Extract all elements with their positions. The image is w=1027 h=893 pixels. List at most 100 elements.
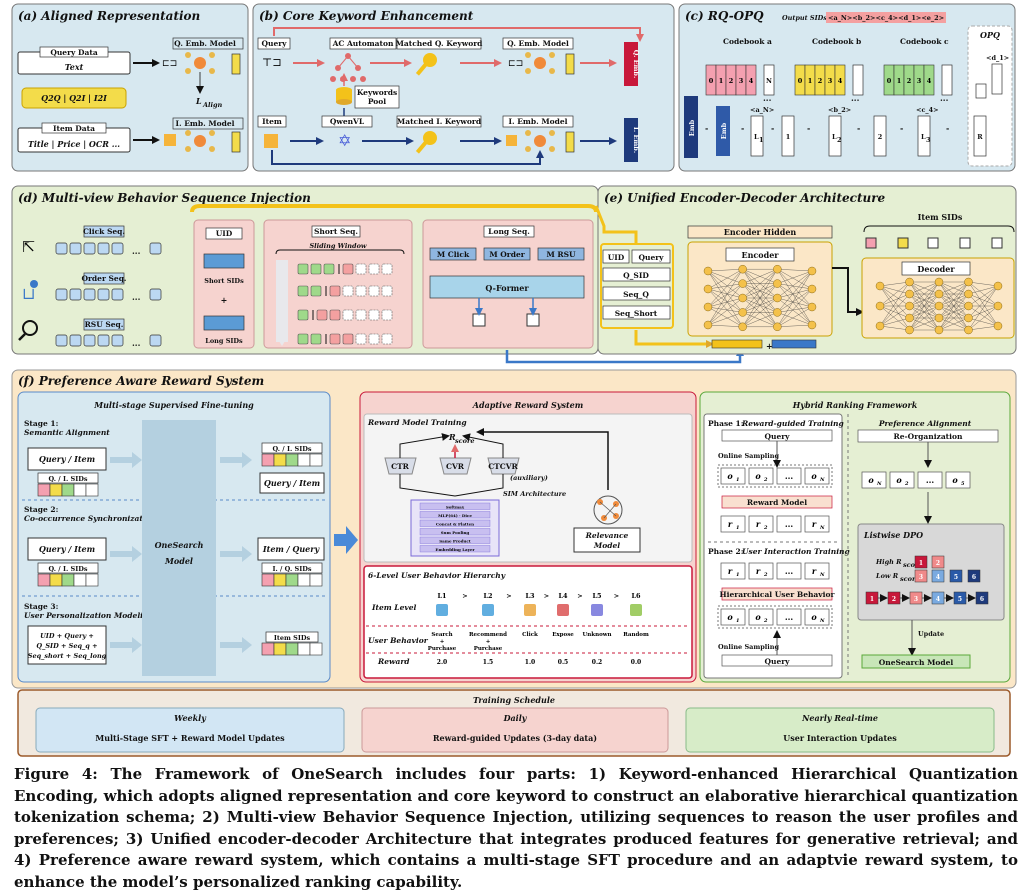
svg-text:R: R xyxy=(977,133,983,141)
dpo-chain-cell xyxy=(975,591,989,605)
item-bag-icon xyxy=(264,134,278,148)
svg-text:2: 2 xyxy=(892,596,896,603)
neuron xyxy=(773,279,782,288)
behavior-icon xyxy=(436,604,448,616)
sid-cell xyxy=(273,453,287,467)
token-cell xyxy=(776,467,802,485)
svg-text:Q_SID + Seq_q +: Q_SID + Seq_q + xyxy=(36,642,97,650)
svg-text:Item SIDs: Item SIDs xyxy=(918,212,963,222)
svg-text:M RSU: M RSU xyxy=(546,250,576,259)
svg-text:...: ... xyxy=(763,93,772,103)
svg-text:Q2Q | Q2I | I2I: Q2Q | Q2I | I2I xyxy=(41,93,107,103)
svg-text:6: 6 xyxy=(972,574,976,581)
sid-cell xyxy=(273,642,287,656)
token-cell xyxy=(804,608,830,626)
seq-cell xyxy=(55,334,68,347)
svg-text:Emb: Emb xyxy=(720,122,728,139)
token-cell xyxy=(776,562,802,580)
svg-text:1: 1 xyxy=(736,618,739,624)
token-cell xyxy=(720,515,746,533)
codebook-index: 0 xyxy=(887,77,892,85)
svg-text:Keywords: Keywords xyxy=(357,88,397,97)
svg-text:o: o xyxy=(755,612,761,622)
codebook-cell xyxy=(834,64,846,96)
svg-text:Q. Emb.: Q. Emb. xyxy=(632,50,640,79)
svg-text:...: ... xyxy=(785,612,794,622)
window-cell xyxy=(297,309,309,321)
svg-text:Preference Alignment: Preference Alignment xyxy=(878,419,972,428)
behavior-icon xyxy=(630,604,642,616)
svg-text:M Click: M Click xyxy=(437,250,470,259)
svg-text:>: > xyxy=(462,592,467,600)
token-cell xyxy=(748,515,774,533)
window-cell xyxy=(368,309,380,321)
sid-cell xyxy=(297,573,311,587)
svg-text:1: 1 xyxy=(736,477,739,483)
neuron xyxy=(738,293,747,303)
window-cell xyxy=(355,285,367,297)
codebook-index: 0 xyxy=(798,77,803,85)
svg-text:Multi-stage Supervised Fine-tu: Multi-stage Supervised Fine-tuning xyxy=(93,400,254,410)
svg-text:Seq_short + Seq_long: Seq_short + Seq_long xyxy=(28,652,107,660)
svg-text:o: o xyxy=(727,612,733,622)
neuron xyxy=(905,301,914,311)
svg-text:Q. / I. SIDs: Q. / I. SIDs xyxy=(272,445,311,453)
seq-cell xyxy=(97,334,110,347)
svg-text:5: 5 xyxy=(961,481,965,487)
svg-text:...: ... xyxy=(940,93,949,103)
behavior-icon xyxy=(591,604,603,616)
svg-text:+: + xyxy=(486,639,491,645)
svg-text:o: o xyxy=(811,471,817,481)
neuron xyxy=(964,289,973,299)
svg-text:(c) RQ-OPQ: (c) RQ-OPQ xyxy=(685,9,764,23)
sim-layer xyxy=(419,502,491,510)
seq-cell xyxy=(149,288,162,301)
svg-text:N: N xyxy=(766,77,772,85)
sim-layer xyxy=(419,519,491,527)
window-cell xyxy=(342,263,354,275)
neuron xyxy=(773,293,782,303)
svg-text:-: - xyxy=(857,123,860,133)
neuron xyxy=(934,313,944,323)
behavior-levels: L1Search+Purchase2.0>L2Recommend+Purchas… xyxy=(428,592,649,666)
reward-value: 1.0 xyxy=(525,659,535,666)
svg-text:N: N xyxy=(876,481,882,487)
svg-text:Align: Align xyxy=(202,101,223,109)
svg-text:+: + xyxy=(440,639,445,645)
reward-value: 0.0 xyxy=(631,659,641,666)
svg-text:6-Level User Behavior Hierarch: 6-Level User Behavior Hierarchy xyxy=(368,571,506,580)
svg-text:r: r xyxy=(728,566,733,576)
key-icon-2 xyxy=(415,131,437,154)
svg-text:1: 1 xyxy=(736,525,739,531)
codebook-index: 3 xyxy=(739,77,744,85)
svg-text:(e) Unified Encoder-Decoder Ar: (e) Unified Encoder-Decoder Architecture xyxy=(604,191,886,205)
codebook-index: 3 xyxy=(917,77,922,85)
svg-text:CVR: CVR xyxy=(446,462,465,471)
svg-text:Item / Query: Item / Query xyxy=(262,544,321,554)
svg-text:Query: Query xyxy=(764,432,790,441)
token-cell xyxy=(889,471,915,489)
svg-text:User Personalization Modeling: User Personalization Modeling xyxy=(24,611,154,620)
codebook-index: 4 xyxy=(927,77,932,85)
sft-sid-row-1 xyxy=(37,453,323,497)
svg-text:Codebook a: Codebook a xyxy=(723,37,772,46)
svg-text:(f) Preference Aware Reward Sy: (f) Preference Aware Reward System xyxy=(18,374,264,388)
svg-text:Q_SID: Q_SID xyxy=(623,271,649,280)
neuron xyxy=(807,320,817,330)
svg-text:Weekly: Weekly xyxy=(174,713,207,723)
neuron xyxy=(905,313,914,323)
svg-text:OneSearch Model: OneSearch Model xyxy=(879,658,954,667)
svg-text:Q. / I. SIDs: Q. / I. SIDs xyxy=(48,565,87,573)
svg-text:>: > xyxy=(614,592,619,600)
embed-node-icon xyxy=(194,57,206,69)
cursor-icon: ⇱ xyxy=(22,237,35,256)
codebook-index: 0 xyxy=(709,77,714,85)
codebook-index: 4 xyxy=(838,77,843,85)
reward-value: 1.5 xyxy=(483,659,493,666)
svg-text:Short Seq.: Short Seq. xyxy=(314,227,358,236)
